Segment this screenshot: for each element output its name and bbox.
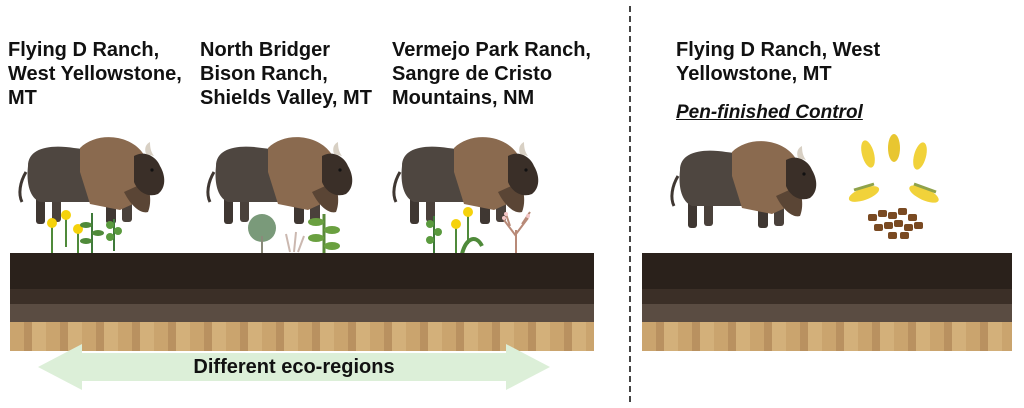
site-label-vermejo: Vermejo Park Ranch, Sangre de Cristo Mou… xyxy=(392,39,591,109)
soil-profile-control xyxy=(642,253,1012,351)
corn-and-pellets-icon xyxy=(848,134,939,239)
forage-plants-icon-site-3 xyxy=(426,206,531,257)
soil-profile-sites xyxy=(10,253,594,351)
bison-icon-control xyxy=(670,139,818,230)
forage-plants-icon-site-1 xyxy=(46,209,122,285)
section-divider xyxy=(629,6,631,402)
eco-regions-arrow: Different eco-regions xyxy=(38,344,550,390)
site-label-flying-d: Flying D Ranch, West Yellowstone, MT xyxy=(8,39,182,109)
control-site-label: Flying D Ranch, West Yellowstone, MT xyxy=(676,39,881,85)
control-title: Pen-finished Control xyxy=(676,102,863,123)
eco-regions-label: Different eco-regions xyxy=(193,355,395,378)
site-label-north-bridger: North Bridger Bison Ranch, Shields Valle… xyxy=(200,39,372,109)
